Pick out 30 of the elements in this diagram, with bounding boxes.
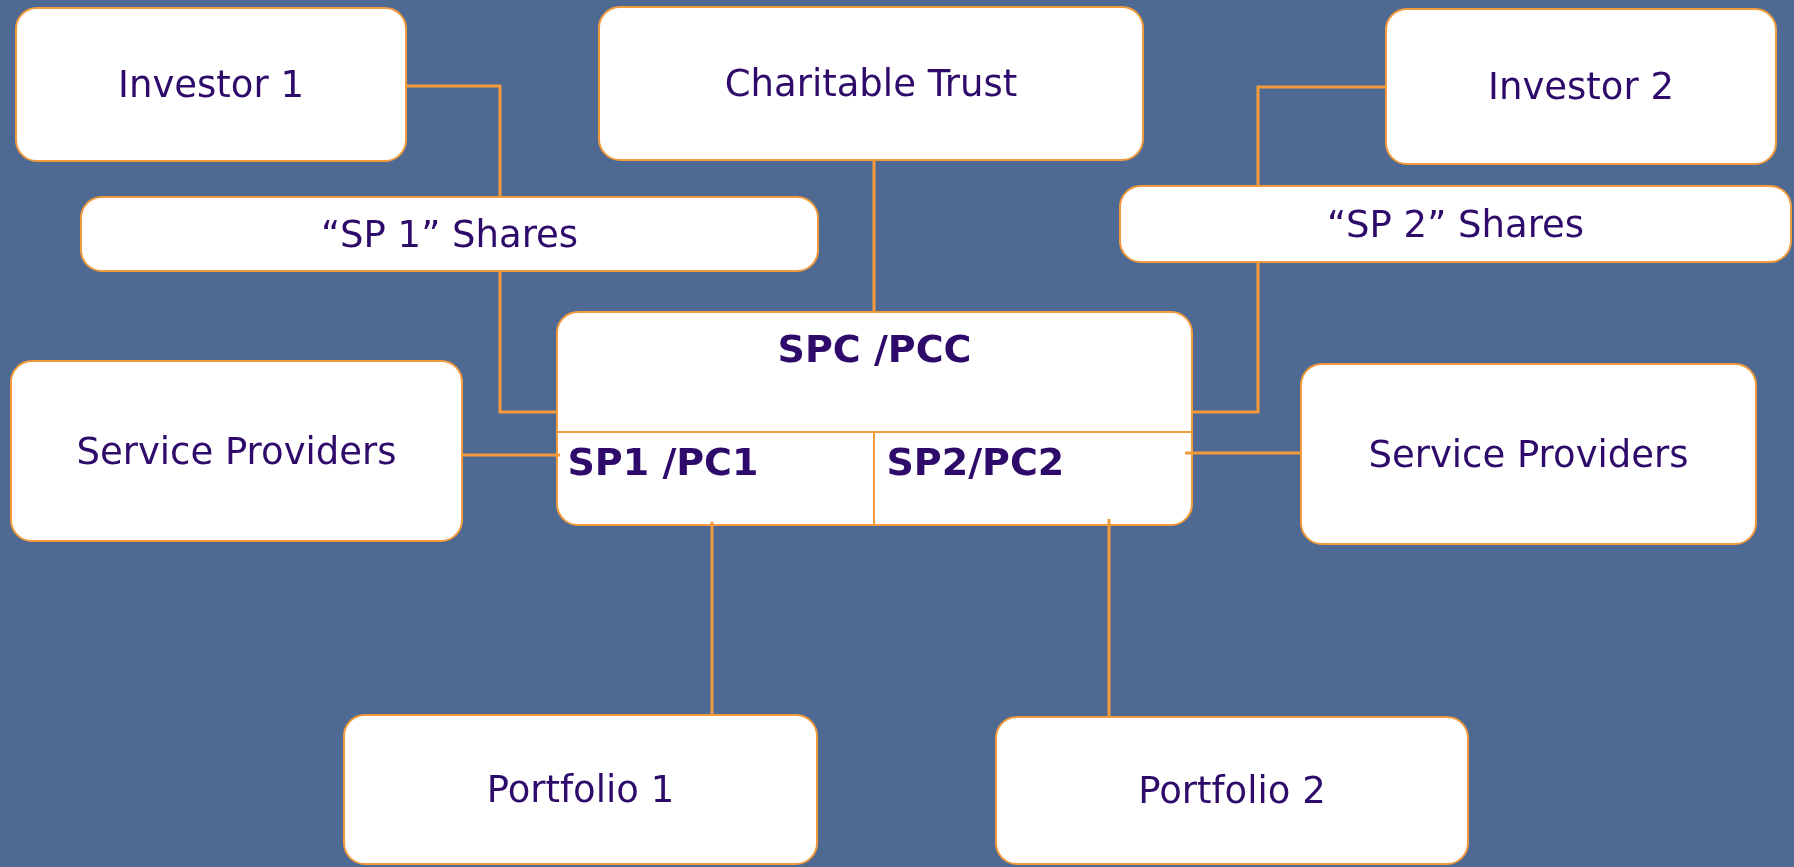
- box-label: “SP 1” Shares: [320, 212, 579, 256]
- rounded-box: [1119, 185, 1792, 263]
- rounded-box: [556, 311, 1193, 526]
- rounded-box: [1385, 8, 1777, 165]
- rounded-box: [10, 360, 463, 542]
- compartment-label: SP2/PC2: [886, 439, 1065, 484]
- compartment-label: SP1 /PC1: [567, 439, 759, 484]
- rounded-box: [15, 7, 407, 162]
- rounded-box: [80, 196, 819, 272]
- box-label: Portfolio 1: [486, 768, 675, 811]
- box-label: “SP 2” Shares: [1326, 202, 1585, 246]
- connector-line: [463, 453, 560, 457]
- box-label: Portfolio 2: [1138, 769, 1326, 812]
- box-label: Service Providers: [1368, 432, 1689, 476]
- connector-line: [1193, 263, 1260, 414]
- connector-line: [1107, 519, 1111, 716]
- rounded-box: [343, 714, 818, 865]
- box-label: Service Providers: [76, 429, 397, 473]
- box-label: SPC /PCC: [777, 327, 972, 371]
- connector-line: [407, 84, 502, 196]
- connector-line: [1185, 451, 1300, 455]
- box-label: Charitable Trust: [724, 62, 1018, 105]
- rounded-box: [995, 716, 1469, 865]
- box-label: Investor 2: [1488, 65, 1674, 108]
- box-label: Investor 1: [118, 63, 304, 106]
- connector-line: [498, 272, 556, 414]
- connector-line: [872, 161, 876, 311]
- rounded-box: [598, 6, 1144, 161]
- connector-line: [1256, 85, 1385, 185]
- rounded-box: [1300, 363, 1757, 545]
